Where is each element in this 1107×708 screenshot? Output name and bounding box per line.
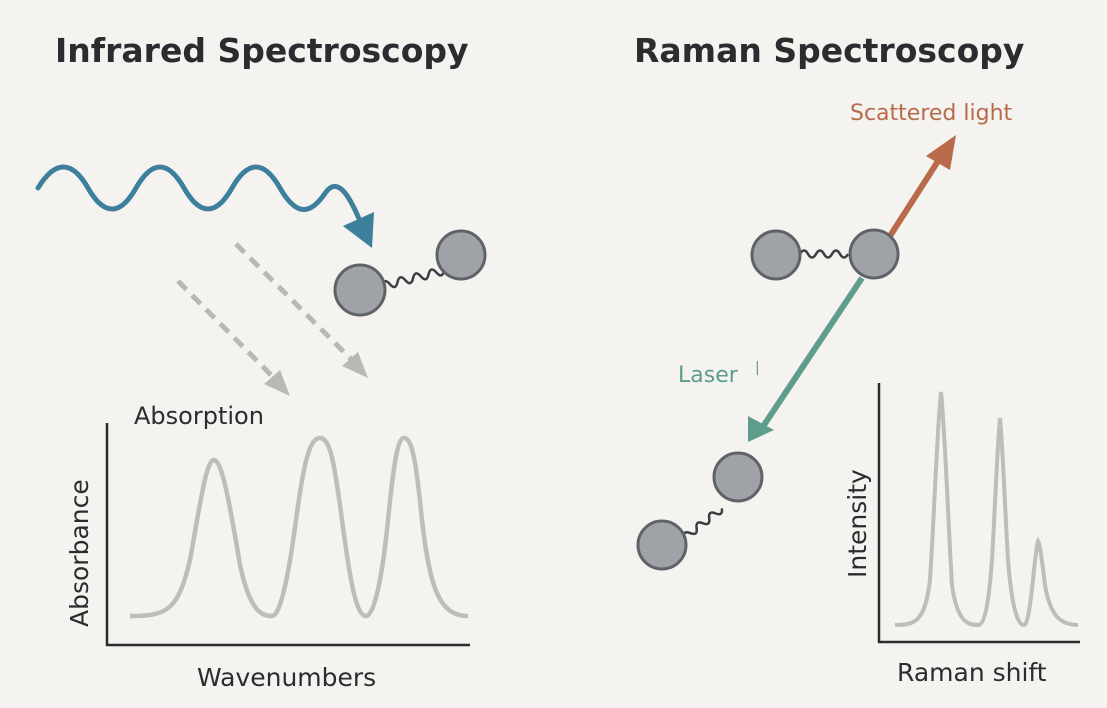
laser-label-mark: | xyxy=(755,360,760,376)
infrared-bond-spring xyxy=(380,268,446,289)
infrared-y-axis-label: Absorbance xyxy=(65,479,94,627)
infrared-wave xyxy=(35,164,365,229)
dashed-arrowhead-right xyxy=(342,352,368,378)
scattered-light-label: Scattered light xyxy=(850,101,1013,126)
dashed-arrowhead-left xyxy=(264,370,290,396)
infrared-spectrum-chart: Absorption Absorbance Wavenumbers xyxy=(65,402,470,692)
infrared-wave-arrowhead xyxy=(343,212,374,248)
dashed-arrow-right xyxy=(234,242,356,364)
raman-molecule-top xyxy=(750,228,900,281)
absorption-label: Absorption xyxy=(134,402,264,430)
dashed-arrow-left xyxy=(176,279,278,382)
infrared-spectrum-line xyxy=(129,435,469,619)
atom xyxy=(750,229,802,281)
infrared-molecule xyxy=(333,229,487,317)
atom xyxy=(333,263,387,317)
raman-bond-spring-bottom xyxy=(682,508,724,539)
raman-x-axis-label: Raman shift xyxy=(897,658,1047,687)
laser-arrowhead xyxy=(748,416,774,442)
infrared-x-axis-label: Wavenumbers xyxy=(197,663,376,692)
raman-spectrum-chart: Intensity Raman shift xyxy=(843,383,1080,687)
raman-title: Raman Spectroscopy xyxy=(634,31,1024,70)
raman-spectrum-line xyxy=(894,391,1079,628)
laser-label: Laser xyxy=(678,363,739,388)
atom xyxy=(848,228,900,280)
atom xyxy=(435,229,487,281)
raman-molecule-bottom xyxy=(636,451,764,571)
infrared-title: Infrared Spectroscopy xyxy=(55,31,469,70)
raman-bond-spring xyxy=(798,249,850,259)
laser-arrow xyxy=(759,276,865,430)
atom xyxy=(636,519,688,571)
atom xyxy=(712,451,764,503)
raman-y-axis-label: Intensity xyxy=(843,469,872,578)
dashed-arrows xyxy=(176,242,368,396)
scattered-light-arrowhead xyxy=(926,135,956,170)
scattered-light-arrow xyxy=(887,156,943,238)
